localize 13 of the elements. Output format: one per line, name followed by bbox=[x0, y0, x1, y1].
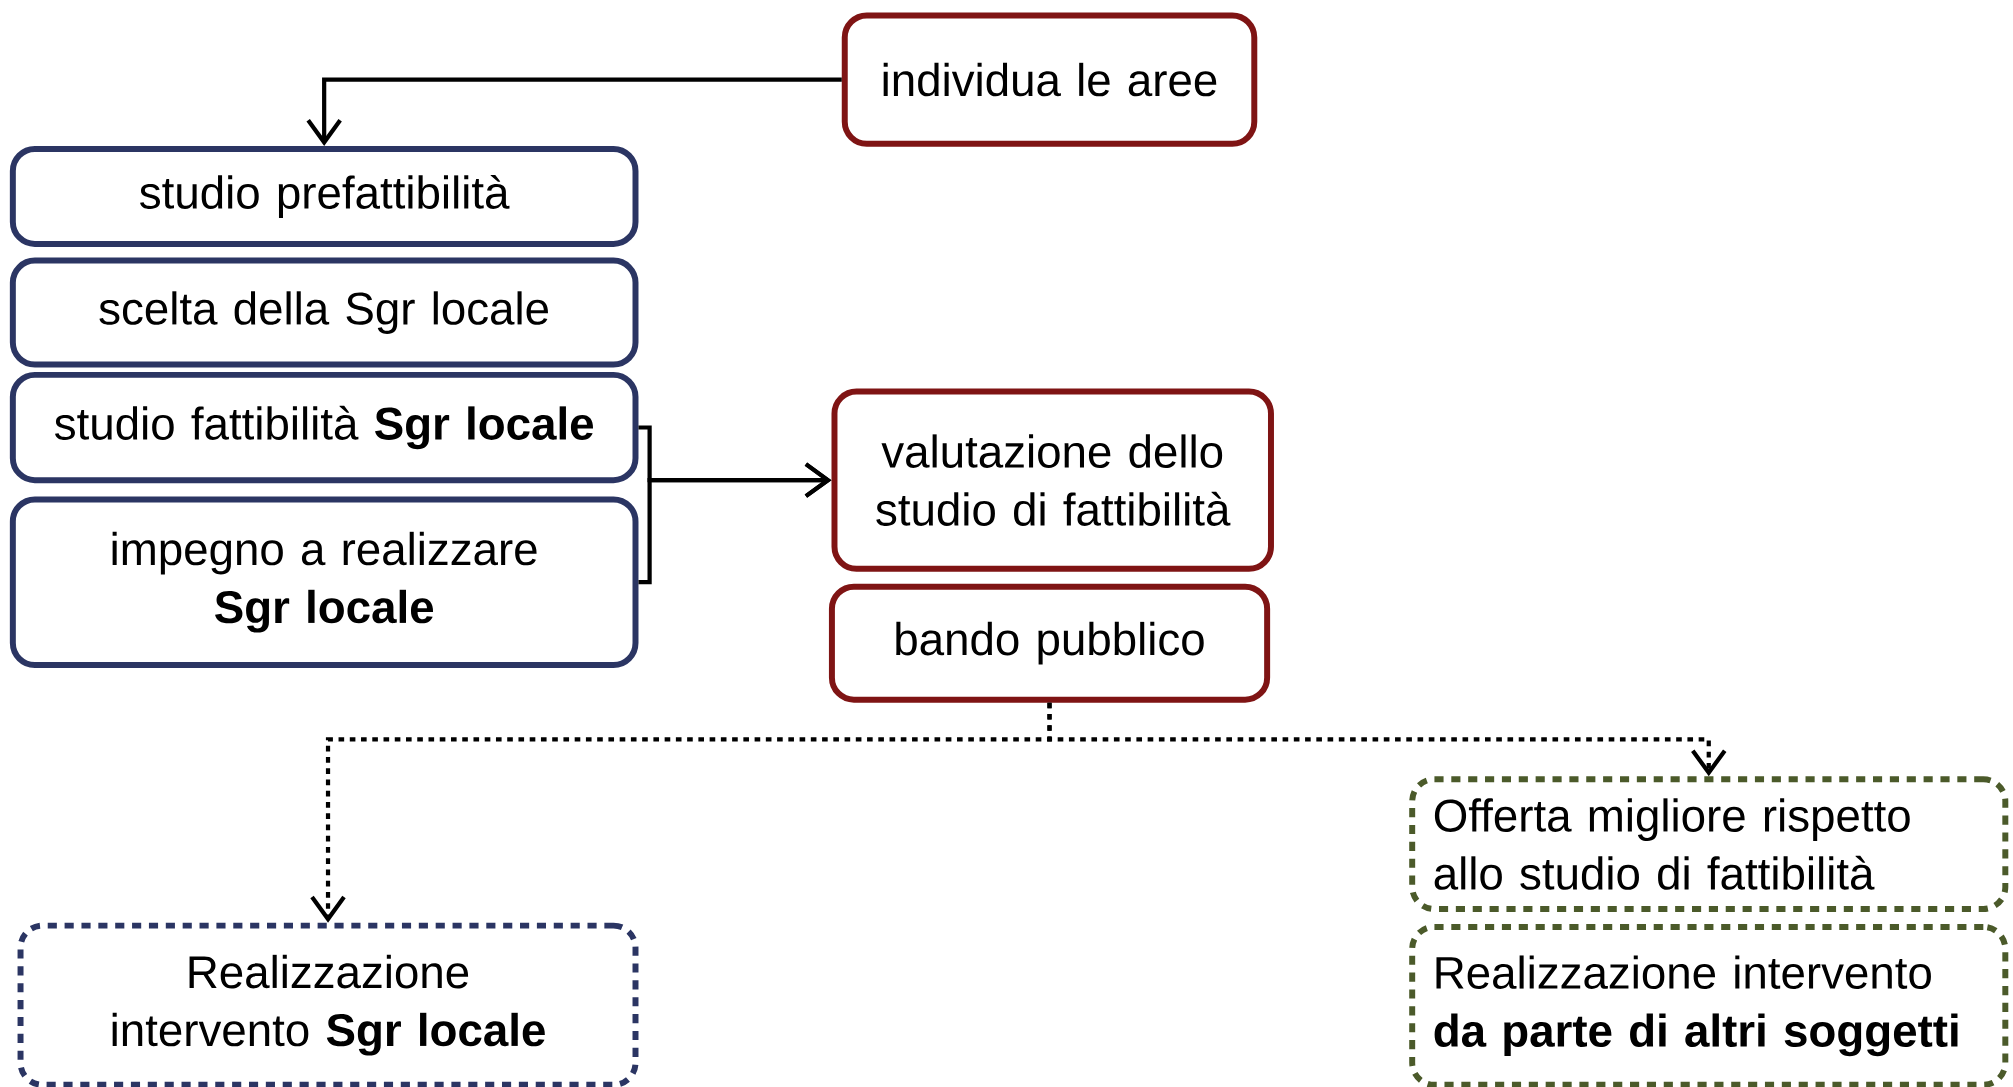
arrow bbox=[306, 77, 842, 146]
arrow bbox=[1047, 702, 1727, 777]
process-box: studio prefattibilità bbox=[9, 145, 639, 247]
process-box: valutazione dello studio di fattibilità bbox=[831, 388, 1274, 572]
process-box: impegno a realizzare Sgr locale bbox=[9, 496, 639, 668]
dotted-box: Offerta migliore rispetto allo studio di fattibilità bbox=[1409, 776, 2009, 912]
process-box: individua le aree bbox=[841, 12, 1258, 147]
dotted-box: Realizzazione intervento da parte di altri soggetti bbox=[1409, 923, 2009, 1087]
bracket-arrow bbox=[638, 462, 832, 585]
process-box: studio fattibilità Sgr locale bbox=[9, 371, 639, 483]
process-box: scelta della Sgr locale bbox=[9, 257, 639, 368]
dotted-box: Realizzazione intervento Sgr locale bbox=[17, 922, 639, 1087]
process-box: bando pubblico bbox=[828, 583, 1271, 703]
